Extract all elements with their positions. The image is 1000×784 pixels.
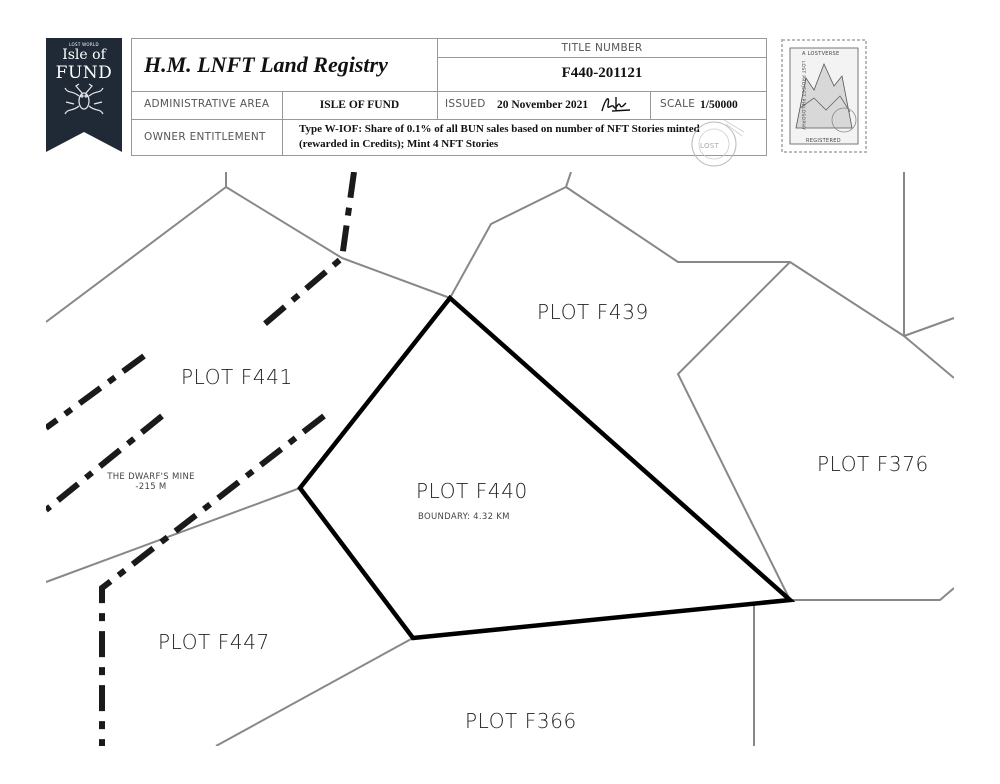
owner-entitlement-line1: Type W-IOF: Share of 0.1% of all BUN sal… <box>299 123 700 135</box>
mine-label: THE DWARF'S MINE -215 M <box>104 472 198 492</box>
banner-isle-of: Isle of <box>62 47 106 63</box>
stamp-side-text: LOST PROJECT PHILOSOPHY <box>800 60 806 131</box>
signature-icon <box>598 93 634 117</box>
plot-label-f376: PLOT F376 <box>817 452 929 476</box>
title-number-value: F440-201121 <box>561 65 643 81</box>
plot-label-f441: PLOT F441 <box>181 365 293 389</box>
title-register-header: H.M. LNFT Land Registry TITLE NUMBER F44… <box>131 38 767 156</box>
divider <box>650 91 651 119</box>
postage-stamp: A LOSTVERSE REGISTERED LOST PROJECT PHIL… <box>780 38 868 154</box>
divider <box>132 119 766 120</box>
admin-area-label: ADMINISTRATIVE AREA <box>144 98 270 110</box>
plot-map: PLOT F439 PLOT F441 PLOT F376 PLOT F440 … <box>46 172 954 746</box>
plot-label-f440: PLOT F440 <box>416 479 528 503</box>
plot-label-f447: PLOT F447 <box>158 630 270 654</box>
admin-area-value: ISLE OF FUND <box>319 99 400 111</box>
divider <box>437 39 438 91</box>
registry-title: H.M. LNFT Land Registry <box>144 52 388 77</box>
boundary-length: BOUNDARY: 4.32 KM <box>418 512 510 522</box>
banner-fund: FUND <box>55 63 113 83</box>
issued-date: 20 November 2021 <box>497 99 589 111</box>
map-canvas <box>46 172 954 746</box>
stamp-bottom-text: REGISTERED <box>806 138 841 144</box>
mine-name: THE DWARF'S MINE <box>107 472 195 482</box>
isle-of-fund-logo: LOST WORLD Isle of FUND <box>46 38 122 152</box>
scale-label: SCALE <box>660 98 696 110</box>
frog-emblem-icon <box>64 83 104 115</box>
divider <box>282 91 283 156</box>
banner-shape <box>46 38 122 152</box>
divider <box>437 57 766 58</box>
mine-depth: -215 M <box>135 482 167 492</box>
owner-entitlement-label: OWNER ENTITLEMENT <box>144 131 266 143</box>
plot-label-f366: PLOT F366 <box>465 709 577 733</box>
postmark-text: LOST <box>700 142 720 150</box>
roads <box>46 172 357 746</box>
divider <box>437 91 438 119</box>
owner-entitlement-line2: (rewarded in Credits); Mint 4 NFT Storie… <box>299 138 499 150</box>
divider <box>132 91 766 92</box>
banner-small-text: LOST WORLD <box>69 42 99 47</box>
title-number-label: TITLE NUMBER <box>561 42 643 54</box>
scale-value: 1/50000 <box>700 99 738 111</box>
stamp-top-text: A LOSTVERSE <box>802 51 840 57</box>
issued-label: ISSUED <box>445 98 486 110</box>
plot-f440-outline <box>297 294 796 641</box>
plot-boundaries <box>46 172 954 746</box>
plot-label-f439: PLOT F439 <box>537 300 649 324</box>
postmark-stamp: LOST <box>686 116 746 168</box>
